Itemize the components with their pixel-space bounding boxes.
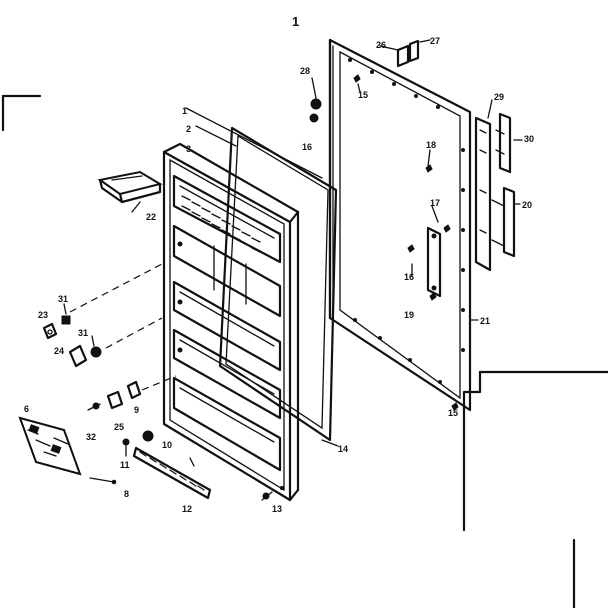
handle-plate xyxy=(426,226,442,298)
inner-door-liner xyxy=(162,142,300,502)
panel-screws xyxy=(353,74,459,411)
callout-16: 16 xyxy=(302,142,312,152)
callout-24: 24 xyxy=(54,346,64,356)
callout-26: 26 xyxy=(376,40,386,50)
callout-14: 14 xyxy=(338,444,348,454)
callout-15b: 15 xyxy=(448,408,458,418)
leader-lines xyxy=(63,39,523,467)
callout-labels: 1 2 3 6 8 9 10 11 12 13 14 15 16 17 18 1… xyxy=(24,36,534,514)
callout-17: 17 xyxy=(430,198,440,208)
control-plate xyxy=(18,416,82,476)
callout-19: 19 xyxy=(404,310,414,320)
outer-door-panel xyxy=(328,38,472,412)
hinge-pin-parts xyxy=(309,39,420,123)
callout-8: 8 xyxy=(124,489,129,499)
callout-29: 29 xyxy=(494,92,504,102)
callout-11: 11 xyxy=(120,460,130,470)
callout-31b: 31 xyxy=(78,328,88,338)
callout-27: 27 xyxy=(430,36,440,46)
small-hardware xyxy=(42,315,273,501)
door-handle-assembly xyxy=(474,112,516,272)
callout-9: 9 xyxy=(134,405,139,415)
bottom-trim-strip xyxy=(132,446,212,500)
callout-23: 23 xyxy=(38,310,48,320)
callout-10: 10 xyxy=(162,440,172,450)
callout-2: 2 xyxy=(186,124,191,134)
callout-30: 30 xyxy=(524,134,534,144)
callout-6: 6 xyxy=(24,404,29,414)
callout-28: 28 xyxy=(300,66,310,76)
callout-22: 22 xyxy=(146,212,156,222)
callout-16b: 16 xyxy=(404,272,414,282)
callout-15: 15 xyxy=(358,90,368,100)
border-fragment-right-step xyxy=(462,370,482,532)
callout-1: 1 xyxy=(182,106,187,116)
callout-18: 18 xyxy=(426,140,436,150)
callout-3: 3 xyxy=(186,144,191,154)
figure-number: 1 xyxy=(292,14,299,29)
callout-31: 31 xyxy=(58,294,68,304)
callout-21: 21 xyxy=(480,316,490,326)
callout-32: 32 xyxy=(86,432,96,442)
callout-13: 13 xyxy=(272,504,282,514)
dairy-tray xyxy=(97,170,163,204)
callout-20: 20 xyxy=(522,200,532,210)
callout-25: 25 xyxy=(114,422,124,432)
callout-12: 12 xyxy=(182,504,192,514)
